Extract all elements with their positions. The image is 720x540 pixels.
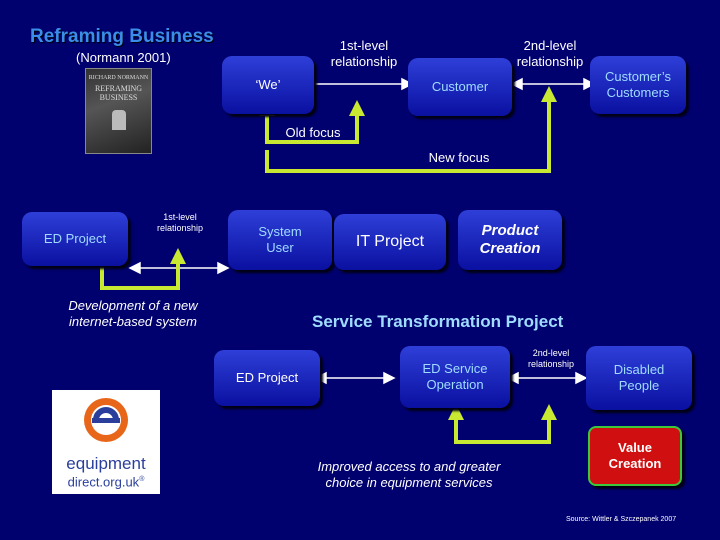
system-user-box: System User [228, 210, 332, 270]
bottom-rel2-label: 2nd-level relationship [527, 348, 575, 369]
book-author: RICHARD NORMANN [88, 75, 149, 81]
logo-line2-row: direct.org.uk® [52, 472, 160, 489]
it-project-label: IT Project [355, 233, 425, 250]
new-focus-label: New focus [428, 150, 490, 165]
logo-registered-mark: ® [139, 476, 145, 483]
top-rel2-label: 2nd-level relationship [516, 38, 584, 69]
new-focus-arrowheads [541, 86, 557, 102]
new-focus-bracket [265, 100, 551, 173]
middle-focus-bracket [100, 262, 180, 290]
old-focus-bracket [265, 114, 359, 144]
product-creation-box: Product Creation [458, 210, 562, 270]
ed-service-operation-label: ED Service Operation [422, 361, 488, 392]
logo-mark-icon [84, 398, 128, 442]
ed-project-label-bottom: ED Project [235, 370, 299, 385]
we-box: ‘We’ [222, 56, 314, 114]
bottom-focus-arrowheads [448, 404, 557, 420]
book-figure [111, 110, 126, 130]
ed-project-label-middle: ED Project [43, 231, 107, 246]
book-title-line1: REFRAMING [94, 84, 143, 93]
ed-service-operation-box: ED Service Operation [400, 346, 510, 408]
disabled-people-box: Disabled People [586, 346, 692, 410]
top-rel2-arrow [510, 77, 596, 91]
book-cover-image: RICHARD NORMANN REFRAMING BUSINESS [85, 68, 152, 154]
equipment-direct-logo: equipment direct.org.uk® [52, 390, 160, 494]
middle-rel1-label: 1st-level relationship [156, 212, 204, 233]
it-project-box: IT Project [334, 214, 446, 270]
top-rel1-arrow [302, 77, 414, 91]
top-rel1-label: 1st-level relationship [330, 38, 398, 69]
old-focus-label: Old focus [285, 125, 341, 140]
service-transformation-title: Service Transformation Project [312, 312, 564, 331]
we-label: ‘We’ [255, 77, 281, 92]
bottom-rel2-arrow [506, 371, 588, 385]
ed-project-box-middle: ED Project [22, 212, 128, 266]
customers-customers-label: Customer’s Customers [605, 69, 671, 100]
bottom-rel1-arrow [314, 371, 396, 385]
page-subtitle: (Normann 2001) [76, 50, 171, 65]
disabled-people-label: Disabled People [613, 362, 665, 393]
customer-label: Customer [431, 79, 489, 94]
value-creation-box: Value Creation [588, 426, 682, 486]
middle-caption: Development of a new internet-based syst… [68, 298, 198, 329]
book-title-line2: BUSINESS [99, 93, 138, 102]
page-title: Reframing Business [30, 26, 214, 47]
bottom-caption: Improved access to and greater choice in… [317, 459, 501, 490]
source-note: Source: Wittler & Szczepanek 2007 [566, 516, 677, 523]
product-creation-label: Product Creation [479, 222, 541, 257]
system-user-label: System User [258, 224, 302, 255]
customer-box: Customer [408, 58, 512, 116]
bottom-focus-bracket [454, 418, 551, 444]
ed-project-box-bottom: ED Project [214, 350, 320, 406]
logo-line2: direct.org.uk [67, 474, 140, 490]
customers-customers-box: Customer’s Customers [590, 56, 686, 114]
logo-line1: equipment [66, 454, 146, 473]
value-creation-label: Value Creation [608, 440, 662, 471]
